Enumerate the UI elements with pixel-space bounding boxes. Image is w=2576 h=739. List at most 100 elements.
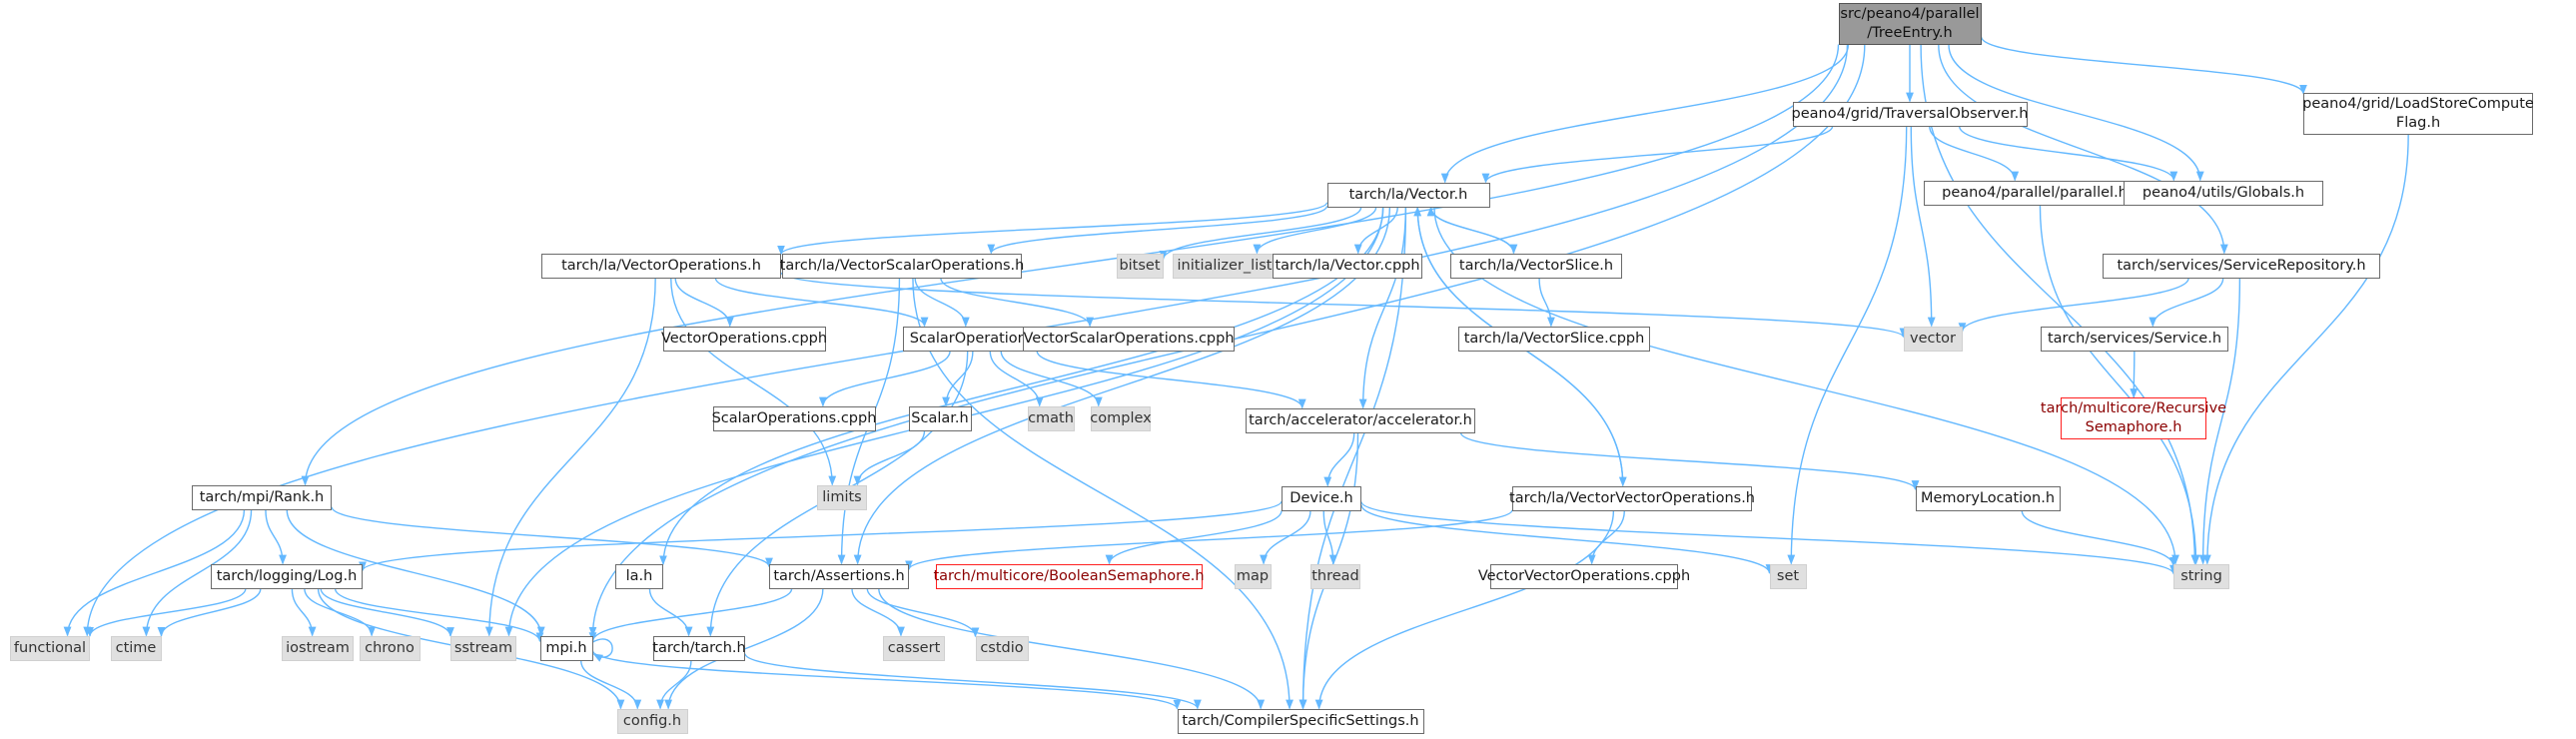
edge-memloc-to-string [2021,510,2177,567]
edge-traversal-to-globals [1958,126,2178,182]
node-label: tarch/la/Vector.h [1348,186,1468,203]
node-label: VectorVectorOperations.cpph [1477,567,1691,584]
node-label: string [2180,567,2222,584]
edge-tarchh-to-compiler [744,653,1202,710]
edge-vecops-to-scalarops [714,278,929,328]
node-label: tarch/multicore/BooleanSemaphore.h [933,567,1205,584]
node-lah[interactable]: la.h [615,563,663,589]
edge-root-to-servrepo [1938,44,2228,255]
edge-vector-to-vecscalarops [987,206,1328,255]
node-label: Device.h [1289,489,1353,506]
node-vectorsys: vector [1903,326,1963,352]
node-vecslicecpph[interactable]: tarch/la/VectorSlice.cpph [1458,326,1650,352]
node-cstdio: cstdio [975,635,1029,661]
node-log[interactable]: tarch/logging/Log.h [211,563,363,589]
node-label: peano4/utils/Globals.h [2142,184,2305,201]
node-vecvecops[interactable]: tarch/la/VectorVectorOperations.h [1509,485,1755,511]
node-label: tarch/la/VectorOperations.h [561,257,761,274]
node-tarchh[interactable]: tarch/tarch.h [652,635,746,661]
node-label: tarch/mpi/Rank.h [199,488,325,505]
node-label: /TreeEntry.h [1867,25,1953,41]
edge-device-to-thread [1322,510,1337,565]
edge-root-to-vector [1440,44,1850,184]
node-traversal[interactable]: peano4/grid/TraversalObserver.h [1791,101,2029,127]
node-ctime: ctime [110,635,162,661]
node-service[interactable]: tarch/services/Service.h [2041,326,2228,352]
node-label: Scalar.h [911,409,969,426]
node-label: Flag.h [2395,115,2441,131]
edge-root-to-loadstore [1980,36,2307,95]
edge-vecops-to-sstream [484,278,656,637]
edge-service-to-recsem [2130,351,2139,398]
node-device[interactable]: Device.h [1282,485,1361,511]
edge-root-to-rank [301,44,1840,486]
node-mpi[interactable]: mpi.h [539,635,593,661]
node-label: tarch/logging/Log.h [216,567,358,584]
node-globals[interactable]: peano4/utils/Globals.h [2124,180,2323,206]
node-root[interactable]: src/peano4/parallel/TreeEntry.h [1838,3,1982,45]
edge-rank-to-mpi [286,509,545,637]
node-compiler[interactable]: tarch/CompilerSpecificSettings.h [1177,708,1424,734]
node-chrono: chrono [359,635,421,661]
node-veccpph[interactable]: tarch/la/Vector.cpph [1273,253,1422,279]
node-boolsem[interactable]: tarch/multicore/BooleanSemaphore.h [933,563,1205,589]
node-scalarh[interactable]: Scalar.h [908,405,972,431]
node-label: set [1776,567,1800,584]
node-label: tarch/la/Vector.cpph [1275,257,1420,274]
node-rank[interactable]: tarch/mpi/Rank.h [192,484,332,510]
node-parallel[interactable]: peano4/parallel/parallel.h [1924,180,2146,206]
edge-tarchh-to-config [656,660,692,710]
node-label: chrono [365,639,415,656]
edge-vecvecops-to-vecveccpph [1587,510,1626,565]
node-vecslice[interactable]: tarch/la/VectorSlice.h [1450,253,1622,279]
node-servrepo[interactable]: tarch/services/ServiceRepository.h [2103,253,2380,279]
node-scalaropscpph[interactable]: ScalarOperations.cpph [712,405,876,431]
node-label: src/peano4/parallel [1840,6,1980,22]
node-memloc[interactable]: MemoryLocation.h [1915,485,2061,511]
edge-rank-to-assertions [331,506,773,568]
node-label: config.h [622,712,682,729]
node-map: map [1234,563,1272,589]
node-label: peano4/grid/TraversalObserver.h [1791,105,2029,122]
edge-vector-to-veccpph [1353,207,1398,255]
node-label: thread [1311,567,1359,584]
node-vecscalcpph[interactable]: VectorScalarOperations.cpph [1023,326,1235,352]
edge-device-to-string [1360,501,2177,575]
node-label: VectorScalarOperations.cpph [1023,330,1235,347]
edge-scalarops-to-scalarh [942,351,974,407]
edge-log-to-sstream [320,588,454,637]
node-label: tarch/la/VectorSlice.h [1458,257,1614,274]
node-label: limits [822,488,862,505]
edge-vecslice-to-vector [1426,206,1515,254]
edge-vector-to-initlist [1253,207,1377,255]
node-vecopscpph[interactable]: VectorOperations.cpph [661,326,827,352]
node-label: iostream [286,639,350,656]
node-label: tarch/services/Service.h [2047,330,2222,347]
node-label: map [1236,567,1270,584]
node-vector[interactable]: tarch/la/Vector.h [1326,182,1490,208]
edge-log-to-mpi [334,588,544,643]
edge-traversal-to-vectorsys [1910,126,1936,328]
edge-assertions-to-cassert [851,588,905,637]
edge-root-to-string [1920,44,2199,565]
edge-mpi-to-compiler [591,650,1182,710]
node-assertions[interactable]: tarch/Assertions.h [769,563,909,589]
node-label: cmath [1028,409,1074,426]
edge-vecscalarops-to-scalarops [914,278,970,328]
node-vecveccpph[interactable]: VectorVectorOperations.cpph [1478,563,1690,589]
node-vecops[interactable]: tarch/la/VectorOperations.h [541,253,781,279]
edge-scalarh-to-limits [853,430,926,486]
edge-vecvecops-to-assertions [905,509,1513,571]
node-label: la.h [625,567,653,584]
edge-vector-to-bitset [1159,207,1362,261]
node-accel[interactable]: tarch/accelerator/accelerator.h [1246,407,1475,433]
node-complex: complex [1090,405,1152,431]
edge-scalarops-to-complex [1000,351,1103,407]
node-label: functional [13,639,87,656]
node-vecscalarops[interactable]: tarch/la/VectorScalarOperations.h [780,253,1024,279]
edge-rank-to-functional [63,509,246,637]
edge-vecops-to-limits [670,278,837,486]
